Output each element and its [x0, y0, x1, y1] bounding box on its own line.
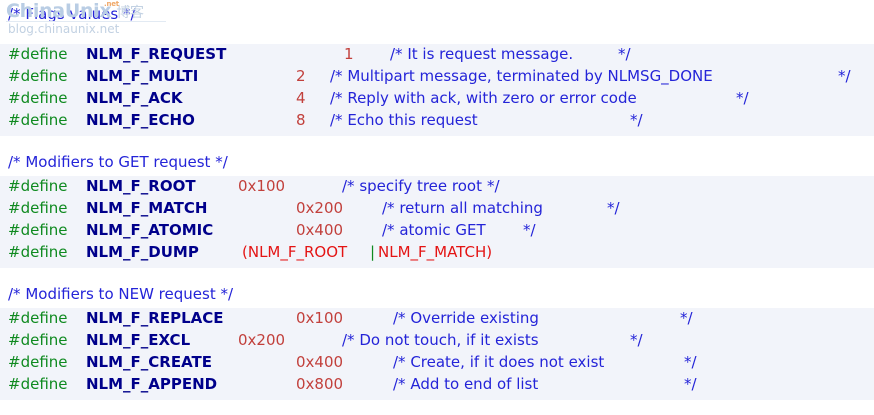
- comment-text: /* atomic GET: [382, 221, 486, 239]
- macro-expression-right: NLM_F_MATCH): [378, 243, 493, 261]
- comment-close: */: [680, 309, 693, 327]
- macro-expression-left: (NLM_F_ROOT: [242, 243, 348, 261]
- define-line-nlm-f-atomic: #define NLM_F_ATOMIC 0x400 /* atomic GET…: [0, 220, 536, 240]
- macro-name: NLM_F_EXCL: [86, 331, 191, 349]
- macro-name: NLM_F_CREATE: [86, 353, 213, 371]
- define-keyword: #define: [8, 331, 68, 349]
- comment-text: /* return all matching: [382, 199, 543, 217]
- macro-value: 0x400: [296, 353, 344, 371]
- macro-name: NLM_F_ROOT: [86, 177, 196, 195]
- comment-close: */: [487, 177, 500, 195]
- macro-name: NLM_F_APPEND: [86, 375, 218, 393]
- define-line-nlm-f-replace: #define NLM_F_REPLACE 0x100 /* Override …: [0, 308, 693, 328]
- macro-name: NLM_F_MULTI: [86, 67, 199, 85]
- comment-text: /* Do not touch, if it exists: [342, 331, 539, 349]
- define-keyword: #define: [8, 67, 68, 85]
- comment-text: /* Flags values */: [8, 5, 136, 23]
- code-background-wash: [0, 44, 874, 136]
- comment-close: */: [523, 221, 536, 239]
- comment-close: */: [618, 45, 631, 63]
- define-keyword: #define: [8, 45, 68, 63]
- comment-close: */: [630, 111, 643, 129]
- define-line-nlm-f-create: #define NLM_F_CREATE 0x400 /* Create, if…: [0, 352, 697, 372]
- block-comment-flags-values: /* Flags values */: [0, 4, 136, 24]
- comment-text: /* Modifiers to NEW request */: [8, 285, 234, 303]
- comment-close: */: [630, 331, 643, 349]
- comment-text: /* specify tree root: [342, 177, 482, 195]
- code-background-wash: [0, 308, 874, 400]
- watermark-url: blog.chinaunix.net: [8, 22, 120, 36]
- comment-text: /* It is request message.: [390, 45, 574, 63]
- watermark-brand-cn: 博客: [116, 5, 144, 21]
- macro-name: NLM_F_ATOMIC: [86, 221, 214, 239]
- define-line-nlm-f-ack: #define NLM_F_ACK 4 /* Reply with ack, w…: [0, 88, 749, 108]
- macro-name: NLM_F_MATCH: [86, 199, 208, 217]
- comment-close: */: [607, 199, 620, 217]
- macro-value: 8: [296, 111, 306, 129]
- define-keyword: #define: [8, 353, 68, 371]
- block-comment-modifiers-new: /* Modifiers to NEW request */: [0, 284, 233, 304]
- define-line-nlm-f-dump: #define NLM_F_DUMP (NLM_F_ROOT | NLM_F_M…: [0, 242, 492, 262]
- macro-name: NLM_F_ACK: [86, 89, 183, 107]
- macro-value: 0x200: [296, 199, 344, 217]
- comment-text: /* Create, if it does not exist: [393, 353, 605, 371]
- comment-close: */: [684, 353, 697, 371]
- code-background-wash: [0, 176, 874, 268]
- define-keyword: #define: [8, 221, 68, 239]
- comment-text: /* Echo this request: [330, 111, 478, 129]
- define-line-nlm-f-echo: #define NLM_F_ECHO 8 /* Echo this reques…: [0, 110, 643, 130]
- define-line-nlm-f-match: #define NLM_F_MATCH 0x200 /* return all …: [0, 198, 620, 218]
- comment-text: /* Override existing: [393, 309, 539, 327]
- macro-value: 1: [344, 45, 354, 63]
- comment-text: /* Multipart message, terminated by NLMS…: [330, 67, 713, 85]
- define-line-nlm-f-root: #define NLM_F_ROOT 0x100 /* specify tree…: [0, 176, 500, 196]
- macro-name: NLM_F_REPLACE: [86, 309, 224, 327]
- define-keyword: #define: [8, 309, 68, 327]
- watermark-brand-text: ChinaUnix: [6, 0, 112, 22]
- macro-name: NLM_F_REQUEST: [86, 45, 227, 63]
- watermark-divider: [6, 21, 166, 22]
- comment-text: /* Modifiers to GET request */: [8, 153, 228, 171]
- define-keyword: #define: [8, 375, 68, 393]
- define-keyword: #define: [8, 177, 68, 195]
- define-line-nlm-f-append: #define NLM_F_APPEND 0x800 /* Add to end…: [0, 374, 697, 394]
- comment-close: */: [684, 375, 697, 393]
- macro-value: 0x100: [296, 309, 344, 327]
- macro-value: 2: [296, 67, 306, 85]
- comment-text: /* Add to end of list: [393, 375, 539, 393]
- comment-close: */: [736, 89, 749, 107]
- define-line-nlm-f-multi: #define NLM_F_MULTI 2 /* Multipart messa…: [0, 66, 851, 86]
- define-keyword: #define: [8, 89, 68, 107]
- comment-close: */: [838, 67, 851, 85]
- block-comment-modifiers-get: /* Modifiers to GET request */: [0, 152, 228, 172]
- macro-value: 0x200: [238, 331, 286, 349]
- define-keyword: #define: [8, 243, 68, 261]
- macro-value: 0x400: [296, 221, 344, 239]
- macro-name: NLM_F_DUMP: [86, 243, 199, 261]
- define-line-nlm-f-excl: #define NLM_F_EXCL 0x200 /* Do not touch…: [0, 330, 643, 350]
- define-keyword: #define: [8, 111, 68, 129]
- macro-value: 0x100: [238, 177, 286, 195]
- bitwise-or-operator: |: [370, 243, 376, 261]
- macro-value: 4: [296, 89, 306, 107]
- macro-value: 0x800: [296, 375, 344, 393]
- define-line-nlm-f-request: #define NLM_F_REQUEST 1 /* It is request…: [0, 44, 631, 64]
- define-keyword: #define: [8, 199, 68, 217]
- macro-name: NLM_F_ECHO: [86, 111, 195, 129]
- comment-text: /* Reply with ack, with zero or error co…: [330, 89, 637, 107]
- watermark-superscript: .net: [104, 0, 119, 8]
